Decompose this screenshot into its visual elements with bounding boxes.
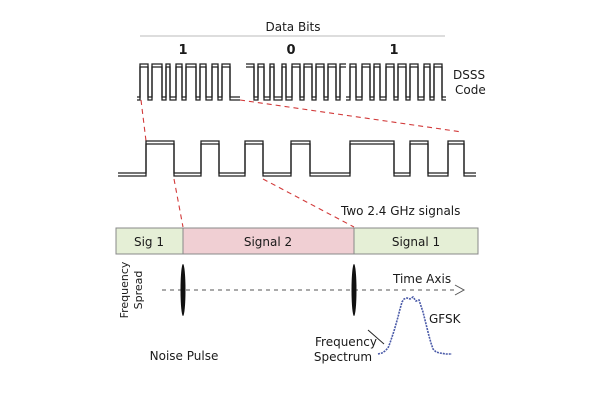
- frequency-spectrum-line-2: Spectrum: [314, 350, 372, 364]
- two-signals-label: Two 2.4 GHz signals: [340, 204, 460, 218]
- zoom-line-right: [239, 99, 463, 133]
- frequency-spectrum-line-1: Frequency: [315, 335, 377, 349]
- noise-pulse-label: Noise Pulse: [150, 349, 219, 363]
- gfsk-label: GFSK: [429, 312, 462, 326]
- segment-sig1-label: Sig 1: [134, 235, 164, 249]
- spectrum-pointer-line: [367, 329, 385, 345]
- connector-to-signal2: [262, 178, 355, 228]
- dsss-chips-bit-1b-shadow: [346, 66, 446, 101]
- title-data-bits: Data Bits: [266, 20, 321, 34]
- dsss-chips-bit-1-shadow: [137, 66, 240, 101]
- expanded-chips: [118, 140, 476, 174]
- zoom-line-left: [140, 99, 147, 142]
- expanded-chip-waveform: [118, 140, 476, 177]
- signal-bar: Sig 1 Signal 2 Signal 1: [115, 227, 479, 255]
- frequency-spread-line-1: Frequency: [118, 261, 131, 318]
- dsss-code-waveform: [137, 63, 446, 101]
- bit-label-3: 1: [389, 43, 398, 58]
- segment-signal1: [353, 227, 479, 255]
- noise-pulse-marker-1: [180, 264, 186, 316]
- segment-signal2: [182, 227, 355, 255]
- dsss-chips-bit-1b: [346, 63, 446, 98]
- bit-label-2: 0: [286, 43, 295, 58]
- gfsk-spectrum-trace: [377, 295, 452, 355]
- frequency-spread-label: Frequency Spread: [118, 261, 145, 318]
- segment-signal1-label: Signal 1: [392, 235, 440, 249]
- dsss-label-line-2: Code: [455, 83, 486, 97]
- time-axis-label: Time Axis: [392, 272, 451, 286]
- expanded-chips-shadow: [118, 143, 476, 177]
- dsss-chips-bit-0-shadow: [246, 66, 346, 101]
- bit-label-1: 1: [178, 43, 187, 58]
- connector-to-sig1: [173, 178, 184, 228]
- frequency-spread-line-2: Spread: [132, 271, 145, 310]
- dsss-chips-bit-0: [246, 63, 346, 98]
- time-axis-arrowhead: [454, 284, 466, 296]
- dsss-label-line-1: DSSS: [453, 68, 485, 82]
- segment-signal2-label: Signal 2: [244, 235, 292, 249]
- noise-pulse-marker-2: [351, 264, 357, 316]
